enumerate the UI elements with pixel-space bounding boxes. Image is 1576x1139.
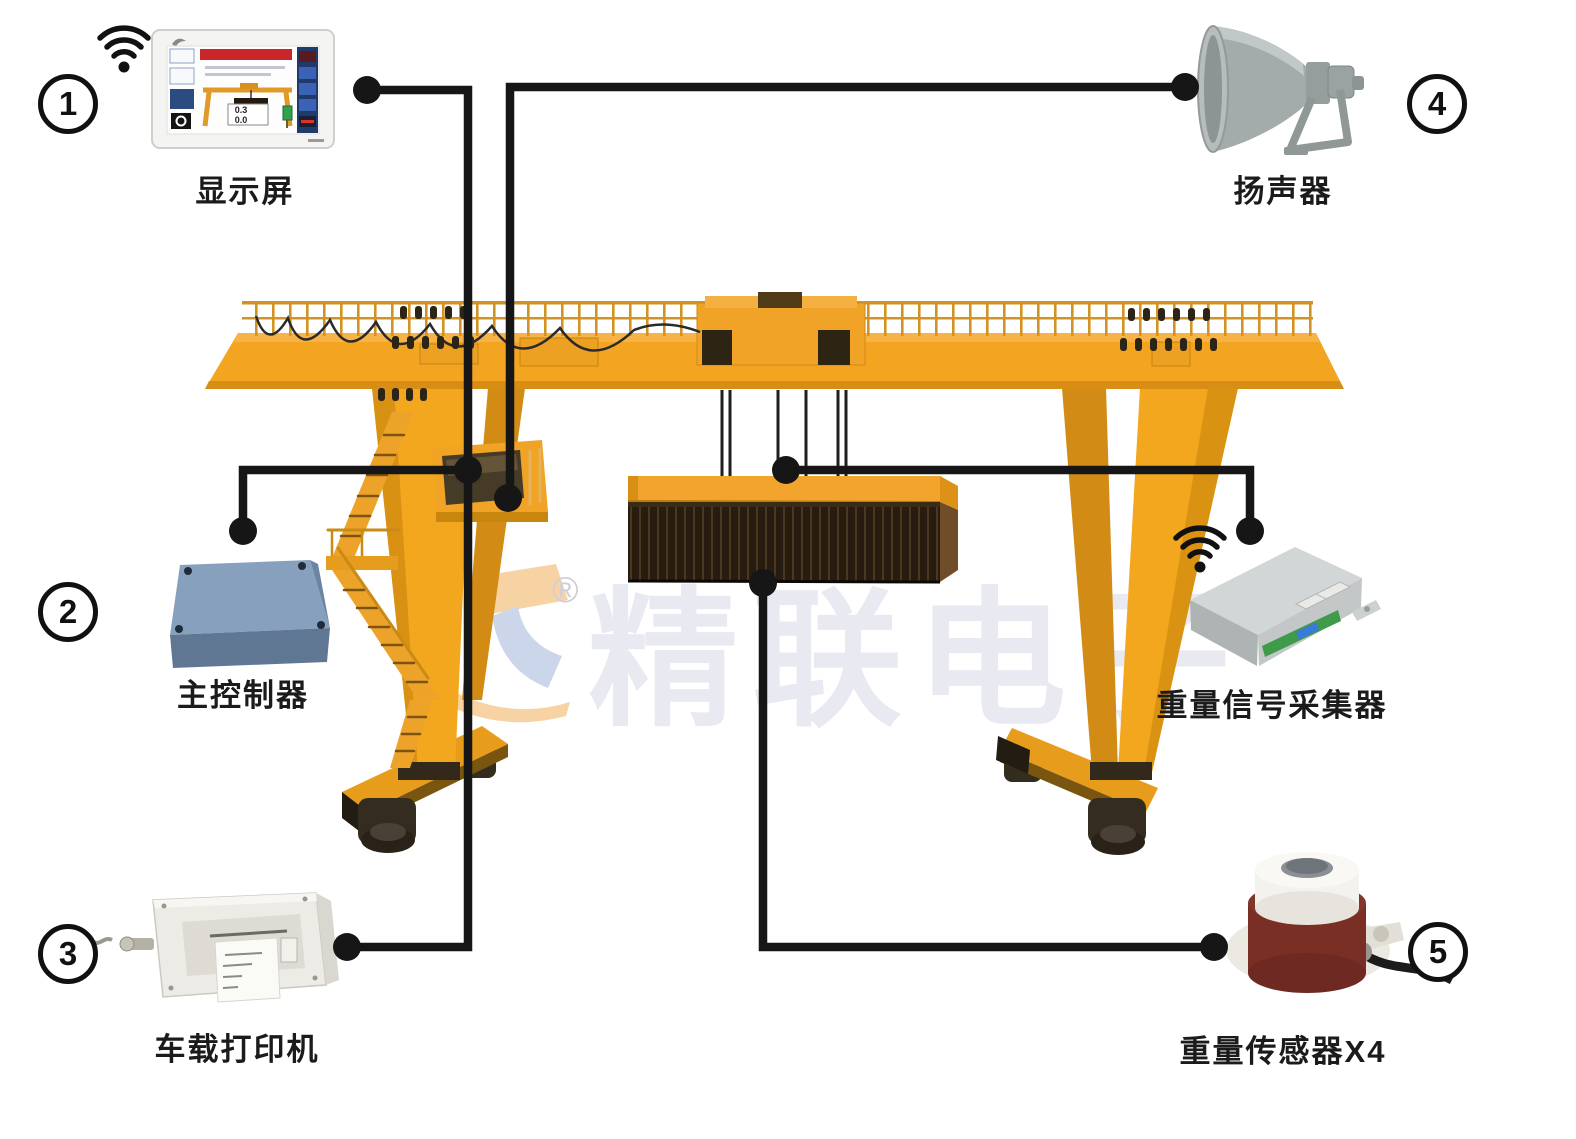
display-device-image: 0.3 0.0: [151, 29, 335, 149]
badge-1-number: 1: [58, 85, 78, 122]
screen-tare-value: 0.0: [235, 115, 248, 125]
connection-lines: [238, 82, 1255, 952]
trolley-house: [696, 292, 866, 366]
deck-cabinet: [519, 337, 599, 367]
wire-sensor: [758, 583, 1214, 952]
label-collector: 重量信号采集器: [1156, 688, 1388, 723]
label-speaker: 扬声器: [1233, 174, 1333, 209]
wire-collector: [786, 465, 1255, 530]
printer-paper: [214, 937, 281, 1003]
connection-nodes: [229, 73, 1264, 961]
label-controller: 主控制器: [177, 678, 309, 713]
label-display: 显示屏: [195, 174, 295, 209]
label-sensor: 重量传感器X4: [1179, 1034, 1387, 1069]
badge-4-speaker: 4: [1407, 74, 1467, 134]
display-brand-logo: [172, 38, 186, 47]
label-printer: 车载打印机: [154, 1032, 320, 1067]
badge-2-controller: 2: [38, 582, 98, 642]
badge-3-number: 3: [58, 935, 78, 972]
stairway: [326, 412, 440, 768]
sensor-device-image: [1226, 852, 1455, 993]
speaker-device-image: [1197, 25, 1364, 155]
container: [627, 502, 958, 584]
badge-3-printer: 3: [38, 924, 98, 984]
printer-connector: [92, 936, 154, 952]
wifi-icon: [97, 25, 151, 73]
wire-display-bus: [347, 85, 473, 952]
badge-5-number: 5: [1428, 933, 1448, 970]
right-leg: [1090, 388, 1238, 780]
badge-4-number: 4: [1427, 85, 1447, 122]
right-leg-rear-member: [1062, 388, 1118, 772]
badge-1-display: 1: [38, 74, 98, 134]
right-sill-beam: [996, 728, 1158, 855]
bolt-rows: [378, 306, 1217, 401]
collector-device-image: [1190, 547, 1381, 666]
speaker-bracket: [1286, 89, 1352, 154]
screen-weight-readout: [227, 103, 269, 126]
wire-speaker: [505, 82, 1185, 498]
wifi-icon: [1173, 525, 1227, 573]
watermark: ® 精联电子: [424, 564, 1230, 744]
hoist-ropes: [720, 390, 848, 480]
controller-device-image: [170, 560, 330, 668]
gantry-crane-illustration: [205, 292, 1344, 855]
screen-weight-value: 0.3: [235, 105, 248, 115]
screen-button-column: [297, 47, 318, 133]
screen-status-light: [282, 105, 293, 121]
wire-controller-branch: [238, 465, 468, 531]
badge-2-number: 2: [58, 593, 78, 630]
screen-alarm-banner: [200, 49, 292, 60]
badge-5-sensor: 5: [1408, 922, 1468, 982]
printer-device-image: [92, 892, 339, 1003]
registered-mark: ®: [552, 569, 579, 610]
festoon-cable: [254, 314, 701, 352]
operator-cab: [432, 440, 548, 522]
